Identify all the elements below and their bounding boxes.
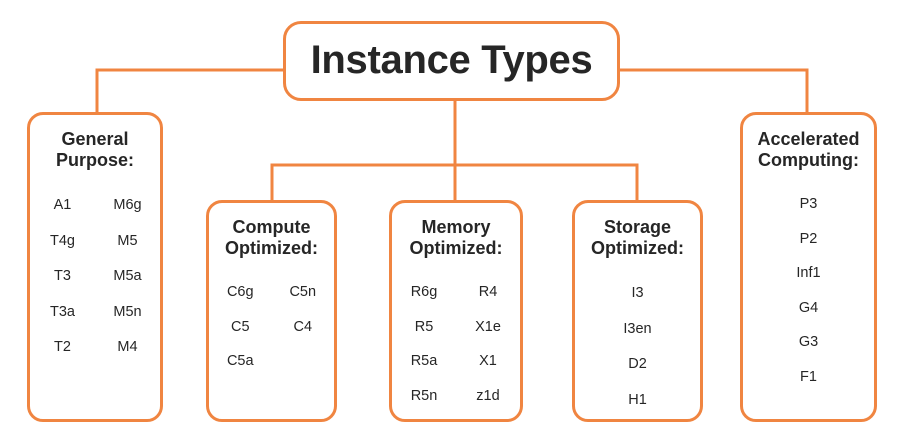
node-memory-optimized-title: Memory Optimized: bbox=[409, 217, 503, 259]
storage-optimized-items: I3 I3en D2 H1 bbox=[575, 265, 700, 419]
list-item: R5a bbox=[410, 353, 438, 370]
list-item: P2 bbox=[799, 230, 818, 247]
list-item: M6g bbox=[113, 197, 142, 214]
list-item: I3en bbox=[623, 320, 652, 337]
list-item: F1 bbox=[800, 368, 817, 385]
node-memory-optimized[interactable]: Memory Optimized: R6g R5 R5a R5n R4 X1e … bbox=[389, 200, 523, 422]
general-purpose-items: A1 T4g T3 T3a T2 M6g M5 M5a M5n M4 bbox=[24, 177, 166, 419]
list-item: M5a bbox=[113, 268, 142, 285]
list-item: M4 bbox=[117, 339, 138, 356]
list-item: G4 bbox=[798, 299, 819, 316]
node-accelerated-computing-title: Accelerated Computing: bbox=[757, 129, 860, 171]
list-item: z1d bbox=[476, 387, 500, 404]
list-item: P3 bbox=[799, 196, 818, 213]
storage-optimized-column-1: I3 I3en D2 H1 bbox=[575, 265, 700, 419]
list-item: I3 bbox=[631, 285, 644, 302]
compute-optimized-column-1: C6g C5 C5a bbox=[209, 265, 272, 419]
list-item: H1 bbox=[628, 391, 647, 408]
node-general-purpose[interactable]: General Purpose: A1 T4g T3 T3a T2 M6g M5… bbox=[27, 112, 163, 422]
list-item: R5 bbox=[414, 318, 434, 335]
list-item: X1e bbox=[475, 318, 501, 335]
node-general-purpose-title: General Purpose: bbox=[55, 129, 134, 171]
list-item: R6g bbox=[410, 284, 438, 301]
list-item: C4 bbox=[293, 318, 313, 335]
general-purpose-column-2: M6g M5 M5a M5n M4 bbox=[95, 177, 160, 419]
list-item: M5 bbox=[117, 232, 138, 249]
list-item: A1 bbox=[53, 197, 72, 214]
list-item: C6g bbox=[226, 284, 254, 301]
memory-optimized-column-1: R6g R5 R5a R5n bbox=[392, 265, 456, 419]
list-item: T2 bbox=[54, 339, 71, 356]
list-item: T3a bbox=[50, 303, 75, 320]
list-item: T3 bbox=[54, 268, 71, 285]
node-compute-optimized[interactable]: Compute Optimized: C6g C5 C5a C5n C4 bbox=[206, 200, 337, 422]
node-storage-optimized[interactable]: Storage Optimized: I3 I3en D2 H1 bbox=[572, 200, 703, 422]
node-storage-optimized-title: Storage Optimized: bbox=[591, 217, 684, 259]
memory-optimized-column-2: R4 X1e X1 z1d bbox=[456, 265, 520, 419]
list-item: C5a bbox=[226, 353, 254, 370]
general-purpose-column-1: A1 T4g T3 T3a T2 bbox=[30, 177, 95, 419]
connector-title-to-general bbox=[95, 68, 285, 114]
accelerated-computing-items: P3 P2 Inf1 G4 G3 F1 bbox=[743, 177, 874, 419]
list-item: G3 bbox=[798, 334, 819, 351]
node-accelerated-computing[interactable]: Accelerated Computing: P3 P2 Inf1 G4 G3 … bbox=[740, 112, 877, 422]
compute-optimized-items: C6g C5 C5a C5n C4 bbox=[203, 265, 340, 419]
connector-title-to-accelerated bbox=[618, 68, 809, 114]
node-instance-types-title: Instance Types bbox=[310, 38, 593, 83]
node-instance-types[interactable]: Instance Types bbox=[283, 21, 620, 101]
list-item: R5n bbox=[410, 387, 438, 404]
list-item: Inf1 bbox=[796, 265, 821, 282]
compute-optimized-column-2: C5n C4 bbox=[272, 265, 335, 419]
list-item: T4g bbox=[50, 232, 75, 249]
list-item: C5 bbox=[230, 318, 250, 335]
memory-optimized-items: R6g R5 R5a R5n R4 X1e X1 z1d bbox=[386, 265, 526, 419]
list-item: R4 bbox=[478, 284, 498, 301]
list-item: C5n bbox=[289, 284, 317, 301]
list-item: D2 bbox=[628, 356, 647, 373]
accelerated-computing-column-1: P3 P2 Inf1 G4 G3 F1 bbox=[743, 177, 874, 419]
list-item: M5n bbox=[113, 303, 142, 320]
node-compute-optimized-title: Compute Optimized: bbox=[225, 217, 318, 259]
list-item: X1 bbox=[479, 353, 497, 370]
